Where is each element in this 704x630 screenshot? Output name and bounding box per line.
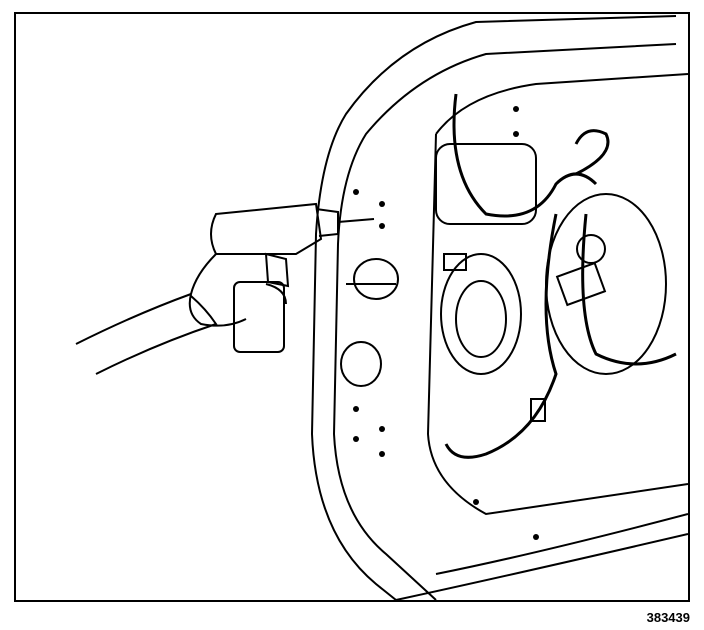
speaker-opening: [440, 253, 522, 375]
inner-panel: [426, 73, 688, 516]
hand: [188, 253, 287, 327]
upper-opening: [435, 143, 537, 225]
lower-slot: [530, 398, 546, 422]
door-outer-edge: [310, 15, 677, 600]
regulator-opening: [545, 193, 667, 375]
figure-id-label: 383439: [646, 610, 690, 625]
drill-battery: [233, 281, 285, 353]
door-drill-illustration: [75, 15, 688, 600]
drill-body: [210, 202, 323, 255]
mounting-holes: [353, 106, 539, 540]
drill-handle: [264, 252, 290, 288]
power-drill: [210, 202, 375, 353]
illustration-frame: [14, 12, 690, 602]
drill-chuck: [315, 208, 339, 237]
sleeve: [75, 293, 218, 375]
drill-bit: [337, 218, 375, 223]
motor-body: [555, 261, 607, 307]
wiring-harness-2: [574, 129, 677, 366]
door-inner-edge: [332, 43, 677, 600]
speaker: [455, 280, 507, 358]
latch-gear: [340, 341, 382, 387]
door-sill-inner: [435, 513, 688, 575]
latch-opening: [353, 258, 399, 300]
small-slot: [443, 253, 467, 271]
window-motor: [576, 234, 606, 264]
door-sill: [395, 533, 688, 600]
wiring-harness: [444, 93, 598, 459]
